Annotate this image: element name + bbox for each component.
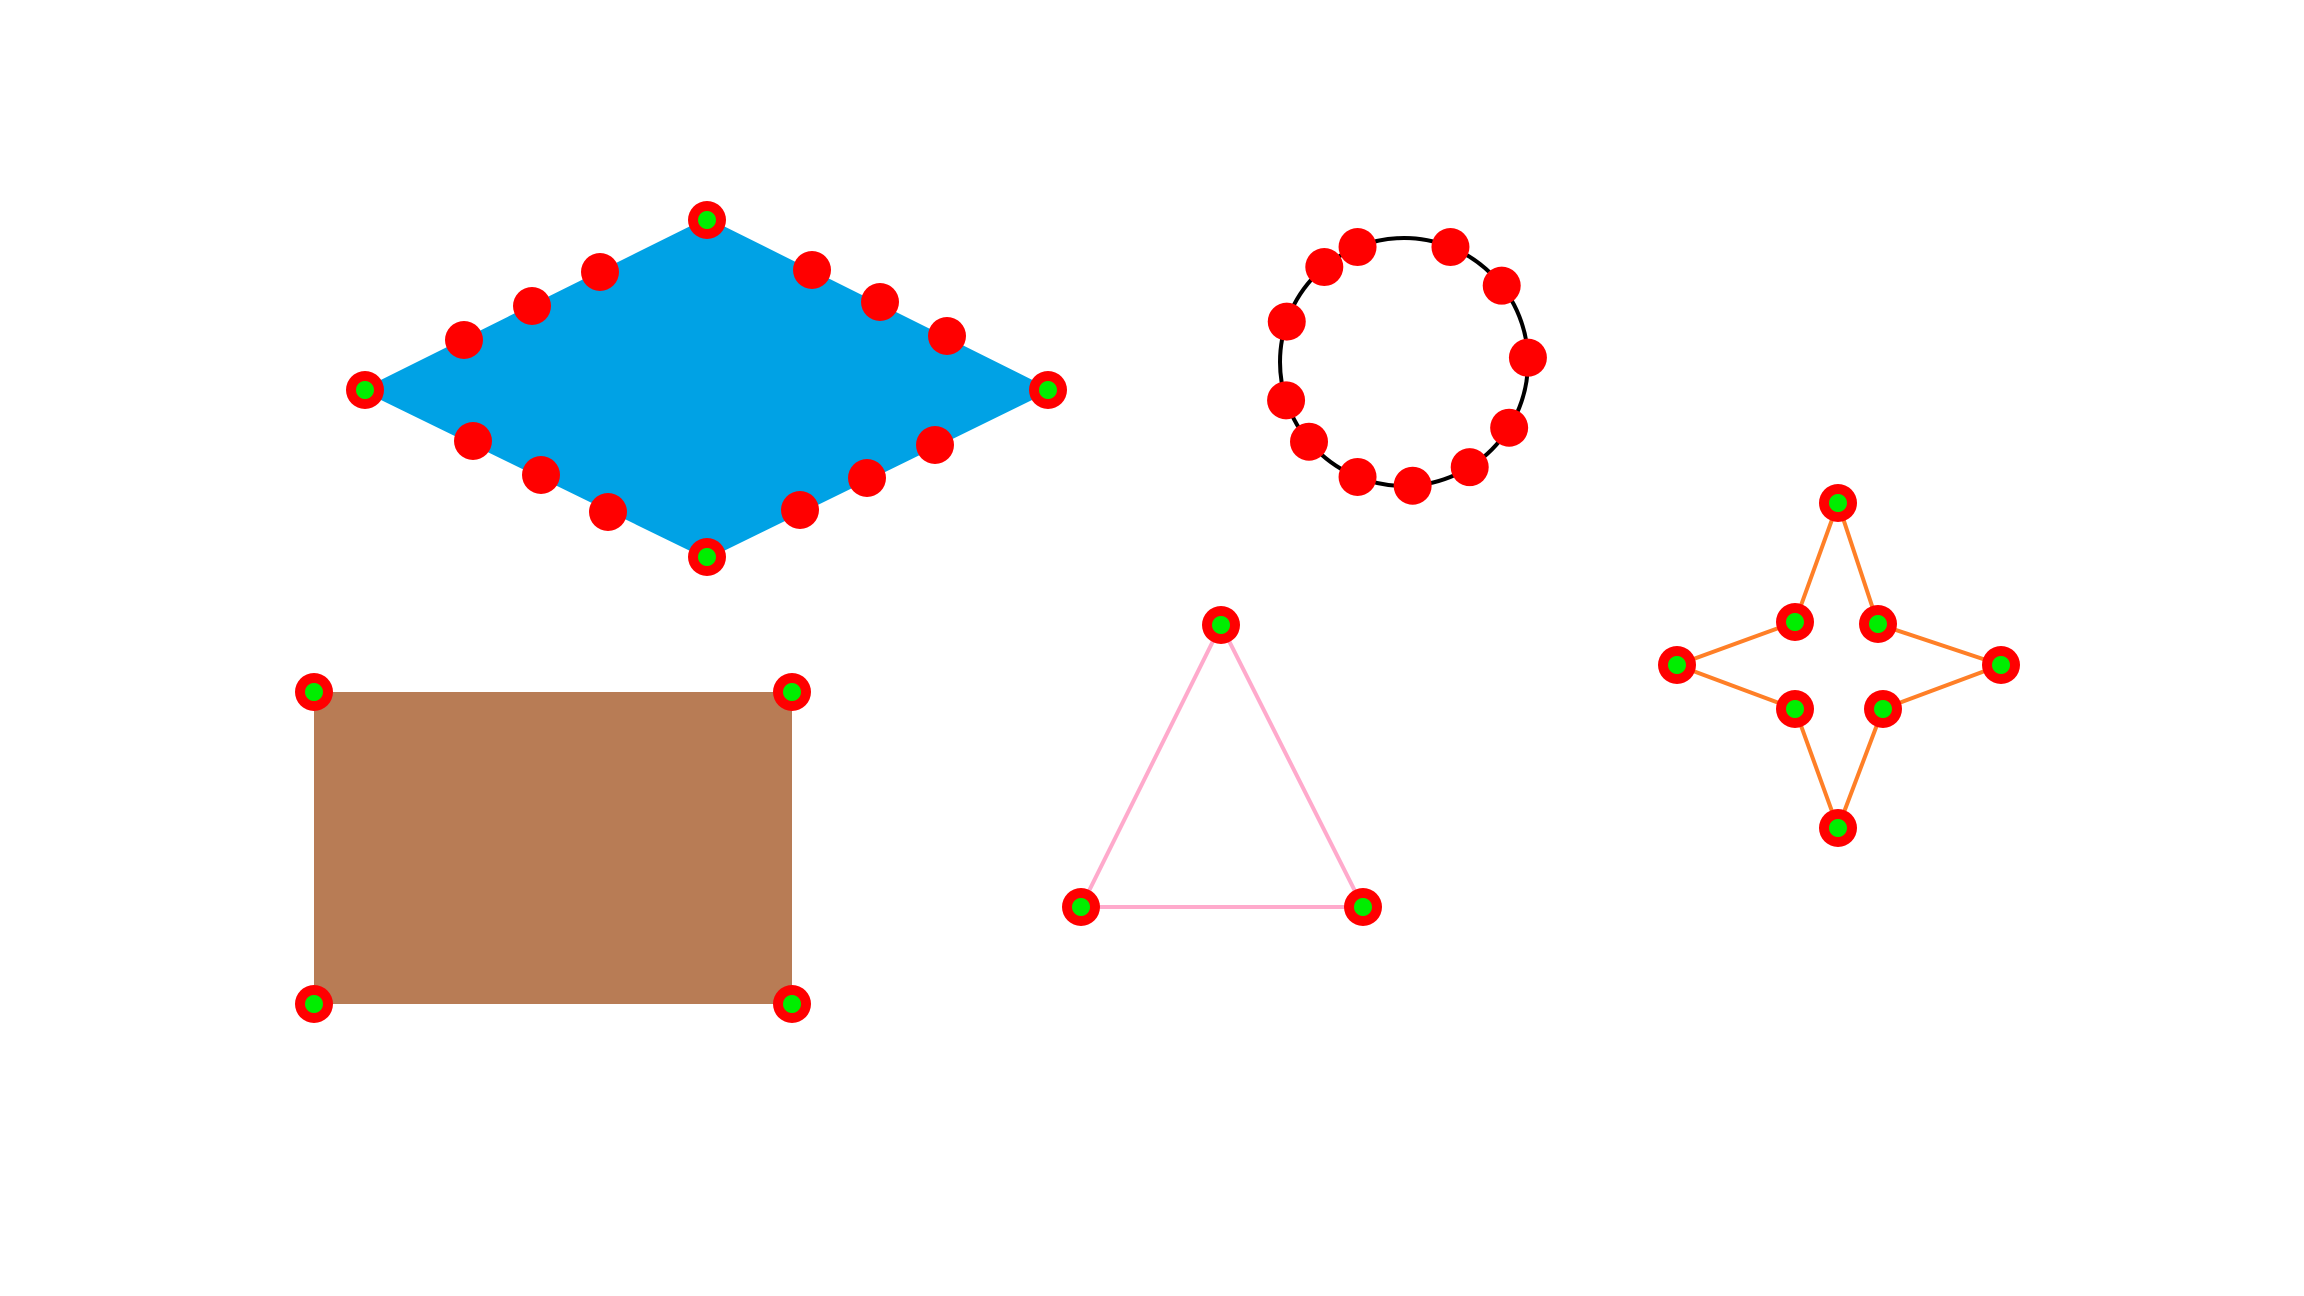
edge-point-marker	[916, 426, 954, 464]
vertex-marker	[346, 371, 384, 409]
vertex-core	[1786, 613, 1804, 631]
triangle-shape	[1062, 606, 1382, 926]
edge-point-marker	[1305, 248, 1344, 287]
vertex-marker	[1658, 646, 1696, 684]
vertex-core	[1992, 656, 2010, 674]
vertex-marker	[1982, 646, 2020, 684]
vertex-marker	[1344, 888, 1382, 926]
edge-point-marker	[1450, 448, 1489, 487]
vertex-core	[305, 995, 323, 1013]
rectangle-body	[314, 692, 792, 1004]
vertex-marker	[1819, 484, 1857, 522]
star-shape	[1658, 484, 2020, 847]
edge-point-marker	[793, 251, 831, 289]
circle-shape	[1267, 228, 1547, 505]
edge-point-marker	[848, 459, 886, 497]
vertex-marker	[1776, 690, 1814, 728]
edge-point-marker	[1290, 422, 1329, 461]
vertex-marker	[1029, 371, 1067, 409]
vertex-core	[783, 995, 801, 1013]
edge-point-marker	[861, 283, 899, 321]
edge-point-marker	[445, 321, 483, 359]
vertex-core	[356, 381, 374, 399]
edge-point-marker	[513, 287, 551, 325]
edge-point-marker	[1431, 228, 1470, 267]
vertex-marker	[1859, 605, 1897, 643]
edge-point-marker	[1267, 302, 1306, 341]
edge-point-marker	[928, 317, 966, 355]
vertex-marker	[1819, 809, 1857, 847]
vertex-marker	[295, 673, 333, 711]
edge-point-marker	[522, 456, 560, 494]
edge-point-marker	[581, 253, 619, 291]
edge-point-marker	[1267, 381, 1306, 420]
vertex-core	[698, 211, 716, 229]
vertex-marker	[688, 538, 726, 576]
vertex-marker	[688, 201, 726, 239]
edge-point-marker	[1338, 228, 1377, 267]
vertex-marker	[1202, 606, 1240, 644]
edge-point-marker	[1490, 408, 1529, 447]
star-outline	[1675, 501, 2003, 830]
vertex-core	[1869, 615, 1887, 633]
vertex-core	[305, 683, 323, 701]
triangle-outline	[1077, 620, 1367, 909]
vertex-core	[1874, 700, 1892, 718]
edge-point-marker	[1393, 466, 1432, 505]
vertex-marker	[295, 985, 333, 1023]
vertex-marker	[1776, 603, 1814, 641]
diamond-shape	[346, 201, 1067, 576]
vertex-marker	[773, 673, 811, 711]
vertex-core	[1829, 819, 1847, 837]
vertex-marker	[1062, 888, 1100, 926]
diamond-body	[363, 218, 1050, 559]
edge-point-marker	[1508, 338, 1547, 377]
vertex-core	[1354, 898, 1372, 916]
vertex-core	[1668, 656, 1686, 674]
vertex-marker	[1864, 690, 1902, 728]
vertex-core	[1829, 494, 1847, 512]
edge-point-marker	[781, 491, 819, 529]
edge-point-marker	[454, 422, 492, 460]
vertex-core	[698, 548, 716, 566]
edge-point-marker	[589, 493, 627, 531]
edge-point-marker	[1338, 457, 1377, 496]
vertex-core	[783, 683, 801, 701]
vertex-core	[1039, 381, 1057, 399]
vertex-core	[1072, 898, 1090, 916]
vertex-core	[1786, 700, 1804, 718]
edge-point-marker	[1482, 266, 1521, 305]
vertex-core	[1212, 616, 1230, 634]
rectangle-shape	[295, 673, 811, 1023]
vertex-marker	[773, 985, 811, 1023]
